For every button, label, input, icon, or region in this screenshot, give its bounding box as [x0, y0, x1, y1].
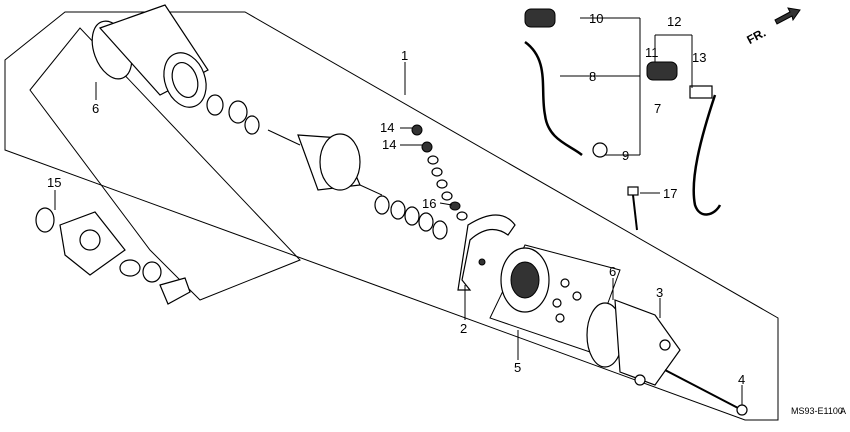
callout-8: 8 [589, 69, 596, 84]
relay-cable [646, 61, 722, 216]
nut-stack [411, 124, 468, 221]
callout-17: 17 [663, 186, 677, 201]
shim-washers [374, 195, 448, 240]
front-cover [35, 207, 191, 305]
callout-2: 2 [460, 321, 467, 336]
starter-cable [524, 8, 608, 158]
callout-6-yoke: 6 [92, 101, 99, 116]
callout-5: 5 [514, 360, 521, 375]
callout-7: 7 [654, 101, 661, 116]
yoke-housing [91, 4, 209, 108]
callout-13: 13 [692, 50, 706, 65]
callout-9: 9 [622, 148, 629, 163]
callout-12: 12 [667, 14, 681, 29]
assembly-frame [4, 11, 779, 421]
end-cover [586, 299, 681, 386]
armature [267, 129, 383, 196]
diagram-code: MS93-E1100 [791, 406, 843, 416]
through-bolt [664, 369, 748, 416]
callout-15: 15 [47, 175, 61, 190]
callout-16: 16 [422, 196, 436, 211]
callout-4: 4 [738, 372, 745, 387]
mounting-bolt [627, 186, 639, 231]
washer-stack [206, 94, 260, 135]
callout-11: 11 [645, 45, 659, 60]
end-cover-frame [29, 27, 301, 301]
callout-6-oring: 6 [609, 264, 616, 279]
front-direction-arrow-icon [774, 7, 801, 25]
callout-10: 10 [589, 11, 603, 26]
diagram-code-suffix: A [840, 406, 846, 416]
callout-3: 3 [656, 285, 663, 300]
brush-holder [478, 247, 582, 323]
leader-lines [54, 17, 743, 405]
callout-14-lower: 14 [382, 137, 396, 152]
callout-1: 1 [401, 48, 408, 63]
callout-14-upper: 14 [380, 120, 394, 135]
brush-clip [457, 214, 516, 291]
direction-label: FR. [744, 26, 768, 47]
